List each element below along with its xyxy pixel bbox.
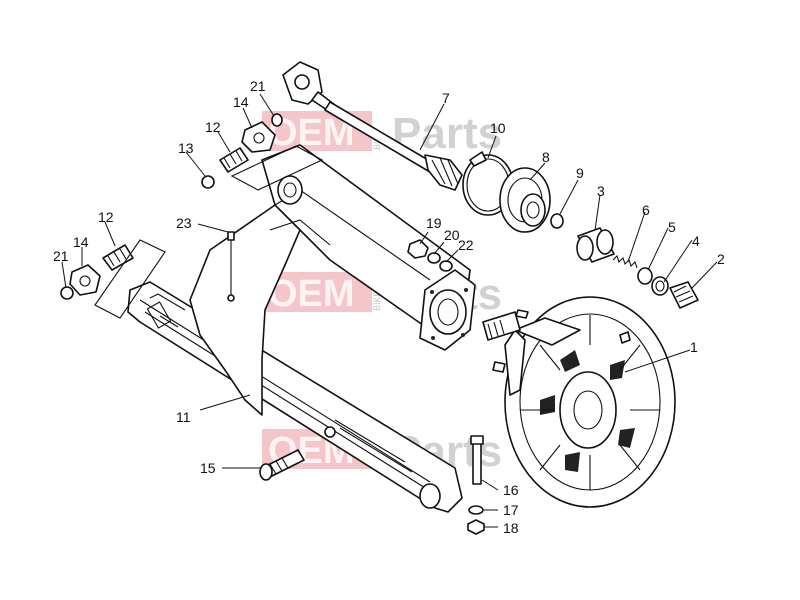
rubber-boot [499,167,551,233]
bolt-16 [470,435,484,485]
final-drive-housing [482,296,676,508]
callout-5: 5 [668,219,676,235]
callout-16: 16 [503,482,519,498]
callout-21-lower: 21 [53,248,69,264]
callout-22: 22 [458,237,474,253]
callout-14-upper: 14 [233,94,249,110]
bushing [576,227,615,263]
callout-18: 18 [503,520,519,536]
callout-12-lower: 12 [98,209,114,225]
bolt-15 [259,449,305,481]
callout-6: 6 [642,202,650,218]
watermark-oem-text: OEM [268,273,355,315]
callout-11: 11 [176,409,191,425]
callout-14-lower: 14 [73,234,89,250]
callout-13: 13 [178,140,194,156]
washer [637,267,653,285]
leader-lines [61,93,718,528]
callout-9: 9 [576,165,584,181]
pivot-pin-lower [60,244,134,300]
pivot-pin-upper [201,113,283,189]
callout-7: 7 [442,90,450,106]
nut-19 [407,239,429,259]
cardan-shaft [282,61,463,191]
swing-arm [127,144,476,513]
callout-2: 2 [717,251,725,267]
callout-numbers: 1 2 3 4 5 6 7 8 9 10 11 12 12 13 14 14 1… [53,78,725,536]
nut-18 [467,519,485,535]
washer-17 [468,505,484,515]
callout-1: 1 [690,339,698,355]
pinion [669,281,699,309]
washer-22 [439,260,453,272]
callout-3: 3 [597,183,605,199]
o-ring [550,213,564,229]
callout-10: 10 [490,120,506,136]
callout-15: 15 [200,460,216,476]
callout-21-upper: 21 [250,78,266,94]
spring [612,254,638,269]
watermark-bike-text: BIKE [372,290,382,311]
callout-4: 4 [692,233,700,249]
callout-8: 8 [542,149,550,165]
callout-19: 19 [426,215,442,231]
washer-20 [427,252,441,264]
callout-23: 23 [176,215,192,231]
callout-12-upper: 12 [205,119,221,135]
callout-20: 20 [444,227,460,243]
callout-17: 17 [503,502,519,518]
